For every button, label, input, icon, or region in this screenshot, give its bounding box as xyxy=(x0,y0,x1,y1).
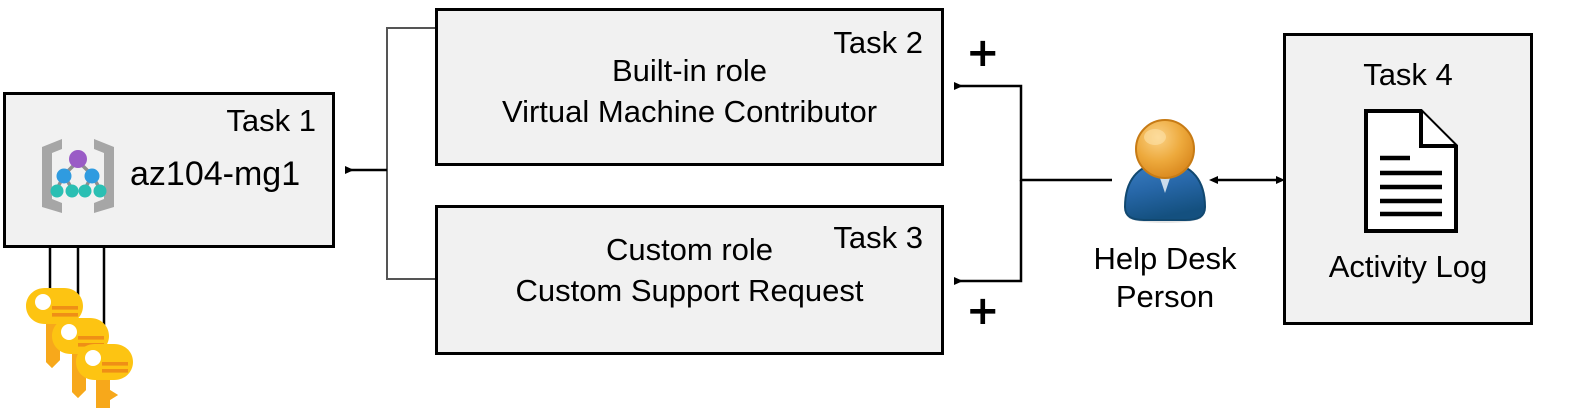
task2-box[interactable]: Task 2 Built-in role Virtual Machine Con… xyxy=(435,8,944,166)
task1-tag: Task 1 xyxy=(226,103,316,138)
task2-line2: Virtual Machine Contributor xyxy=(501,94,878,129)
person-icon xyxy=(1112,117,1218,225)
plus-bottom-icon: + xyxy=(966,288,1000,334)
task3-tag: Task 3 xyxy=(833,220,923,255)
task1-box[interactable]: Task 1 az104-mg1 xyxy=(3,92,335,248)
person-label-line1: Help Desk xyxy=(1093,241,1237,276)
task2-tag: Task 2 xyxy=(833,25,923,60)
plus-top-icon: + xyxy=(966,30,1000,76)
document-icon xyxy=(1363,108,1459,234)
key-icon-group xyxy=(18,282,138,409)
task4-box[interactable]: Task 4 Activity Log xyxy=(1283,33,1533,325)
connector-roles-to-mg xyxy=(345,27,435,280)
task2-line1: Built-in role xyxy=(611,53,768,88)
task4-label: Activity Log xyxy=(1328,249,1488,284)
task1-label: az104-mg1 xyxy=(130,155,301,193)
key-icon-3 xyxy=(76,344,133,409)
connector-person-to-task2 xyxy=(954,82,1112,182)
task4-tag: Task 4 xyxy=(1363,57,1453,92)
task3-line1: Custom role xyxy=(605,232,774,267)
management-group-icon xyxy=(32,133,124,215)
task3-box[interactable]: Task 3 Custom role Custom Support Reques… xyxy=(435,205,944,355)
connector-person-to-task3 xyxy=(954,180,1023,285)
person-label-line2: Person xyxy=(1115,279,1215,314)
task3-line2: Custom Support Request xyxy=(515,273,864,308)
